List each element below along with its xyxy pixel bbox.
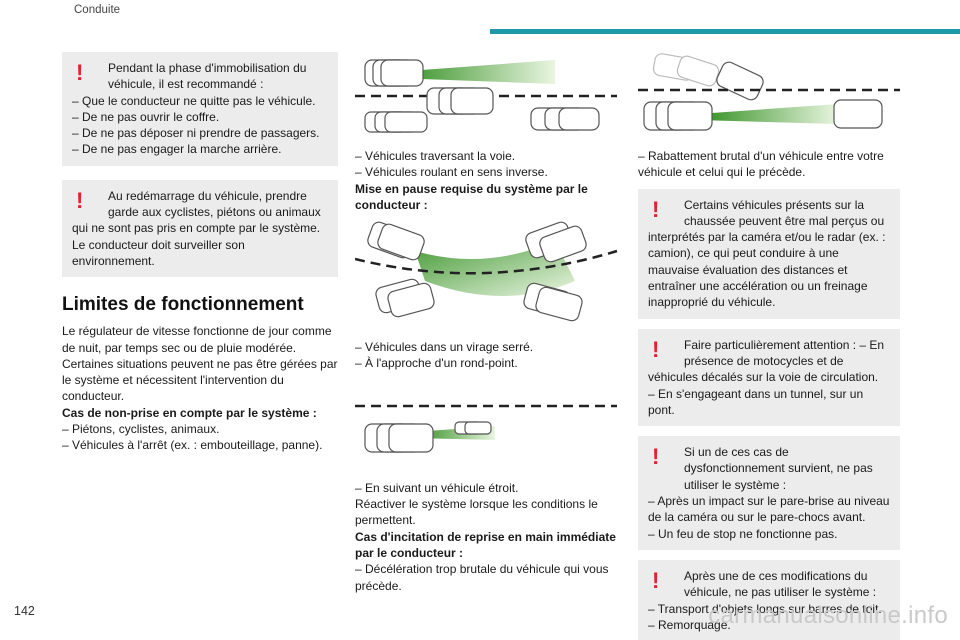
illustration-tight-curve bbox=[355, 221, 618, 322]
section-title: Conduite bbox=[74, 4, 121, 16]
watermark: carmanualsonline.info bbox=[708, 602, 948, 629]
warning-box-immobilisation: ! Pendant la phase d'immobilisation du v… bbox=[62, 52, 338, 166]
illustration-crossing-vehicles bbox=[355, 59, 617, 133]
warning-box-redemarrage: ! Au redémarrage du véhicule, prendre ga… bbox=[62, 179, 338, 278]
warning-box-modifications: ! Après une de ces modifications du véhi… bbox=[638, 559, 900, 640]
header-accent-bar bbox=[490, 29, 960, 34]
section-heading: Limites de fonctionnement bbox=[62, 294, 304, 316]
warning-box-dysfonctionnement: ! Si un de ces cas de dysfonctionnement … bbox=[638, 436, 900, 550]
warning-box-attention: ! Faire particulièrement attention : – E… bbox=[638, 328, 900, 427]
warning-icon: ! bbox=[652, 336, 660, 362]
illustration-narrow-vehicle bbox=[355, 404, 617, 453]
warning-icon: ! bbox=[76, 187, 84, 213]
warning-icon: ! bbox=[652, 196, 660, 222]
illustration-cut-in bbox=[638, 53, 900, 131]
warning-icon: ! bbox=[76, 60, 84, 85]
warning-icon: ! bbox=[652, 567, 660, 593]
page-number: 142 bbox=[14, 604, 35, 618]
warning-box-perception: ! Certains véhicules présents sur la cha… bbox=[638, 188, 900, 319]
column-left: ! Pendant la phase d'immobilisation du v… bbox=[62, 52, 338, 454]
warning-icon: ! bbox=[652, 444, 660, 470]
column-right: – Rabattement brutal d'un véhicule entre… bbox=[638, 52, 900, 640]
column-middle: – Véhicules traversant la voie. – Véhicu… bbox=[355, 52, 625, 594]
